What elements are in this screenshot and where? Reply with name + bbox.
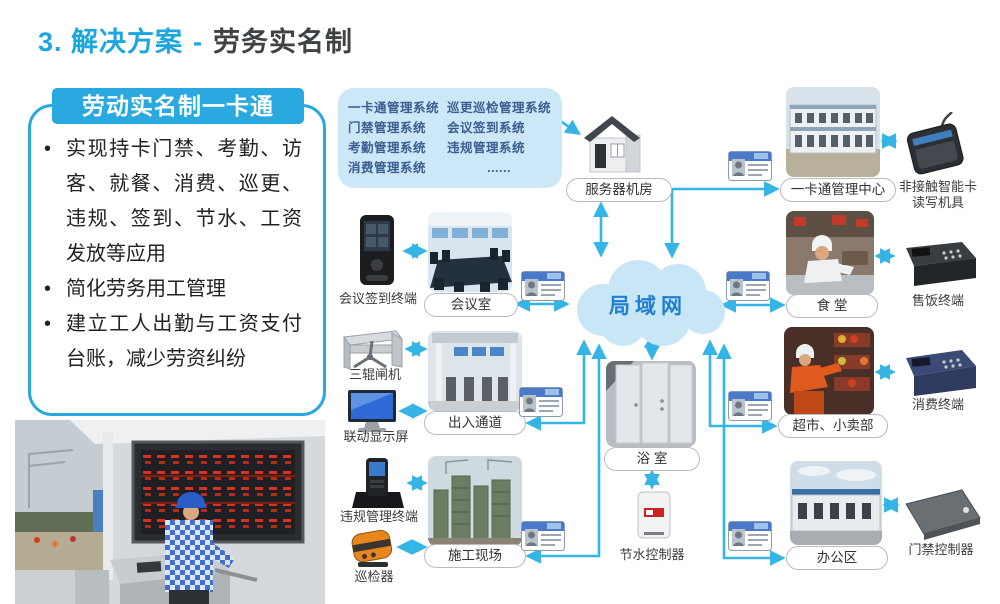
systems-bubble: 一卡通管理系统 门禁管理系统 考勤管理系统 消费管理系统 巡更巡检管理系统 会议… [338, 88, 562, 188]
id-card-icon [728, 521, 772, 551]
label-canteen: 食 堂 [786, 294, 878, 318]
label-card-reader: 非接触智能卡 读写机具 [898, 179, 977, 210]
server-room-icon [584, 116, 641, 173]
label-shop: 超市、小卖部 [778, 414, 888, 438]
label-access-controller: 门禁控制器 [908, 542, 974, 557]
label-server-room: 服务器机房 [566, 178, 672, 202]
systems-col-2: 巡更巡检管理系统 会议签到系统 违规管理系统 ...... [447, 101, 552, 175]
label-violation-terminal: 违规管理终端 [339, 509, 418, 524]
patrol-device-icon [351, 529, 393, 567]
construction-site-photo [428, 456, 522, 546]
label-meeting-room: 会议室 [424, 293, 518, 317]
bullet-item: 建立工人出勤与工资支付台账，减少劳资纠纷 [40, 307, 302, 377]
label-linked-display: 联动显示屏 [343, 429, 409, 444]
consume-terminal-icon [906, 350, 976, 396]
id-card-icon [728, 151, 772, 181]
label-card-center: 一卡通管理中心 [780, 178, 896, 202]
linked-display-icon [348, 390, 396, 432]
label-bathroom: 浴 室 [604, 447, 700, 471]
label-water-controller: 节水控制器 [619, 547, 685, 562]
panel-header: 劳动实名制一卡通 [52, 88, 304, 124]
meeting-signin-terminal-icon [360, 215, 394, 285]
id-card-icon [726, 271, 770, 301]
access-controller-icon [905, 489, 981, 540]
label-construction-site: 施工现场 [424, 544, 526, 568]
meal-terminal-icon [906, 242, 976, 286]
bullet-item: 简化劳务用工管理 [40, 272, 302, 307]
label-turnstile: 三辊闸机 [348, 367, 401, 382]
lan-cloud [577, 260, 725, 346]
card-center-photo [786, 87, 880, 177]
office-photo [790, 461, 882, 545]
label-consume-terminal: 消费终端 [911, 397, 964, 412]
card-reader-icon [906, 112, 964, 175]
water-controller-icon [637, 491, 671, 539]
shop-photo [784, 327, 874, 415]
meeting-room-photo [428, 212, 512, 292]
summary-bullets: 实现持卡门禁、考勤、访客、就餐、消费、巡更、违规、签到、节水、工资发放等应用 简… [40, 132, 302, 377]
title-dash: - [193, 27, 204, 57]
label-patrol-device: 巡检器 [354, 569, 394, 584]
violation-terminal-icon [352, 458, 404, 508]
bathroom-photo [606, 361, 696, 447]
id-card-icon [519, 387, 563, 417]
bullet-item: 实现持卡门禁、考勤、访客、就餐、消费、巡更、违规、签到、节水、工资发放等应用 [40, 132, 302, 272]
label-lan: 局域网 [609, 295, 687, 318]
id-card-icon [521, 271, 565, 301]
entrance-channel-photo [428, 331, 522, 411]
tripod-turnstile-icon [343, 330, 403, 370]
systems-col-1: 一卡通管理系统 门禁管理系统 考勤管理系统 消费管理系统 [348, 101, 440, 175]
title-subject: 劳务实名制 [213, 27, 354, 57]
title-number-highlight: 3. 解决方案 [38, 27, 184, 57]
canteen-photo [786, 211, 874, 295]
label-office: 办公区 [786, 546, 888, 570]
label-entrance: 出入通道 [424, 411, 526, 435]
id-card-icon [521, 521, 565, 551]
id-card-icon [728, 391, 772, 421]
label-meeting-terminal: 会议签到终端 [338, 291, 417, 306]
label-meal-terminal: 售饭终端 [911, 293, 964, 308]
site-entrance-photo [15, 420, 325, 604]
page-title: 3. 解决方案-劳务实名制 [38, 20, 353, 59]
